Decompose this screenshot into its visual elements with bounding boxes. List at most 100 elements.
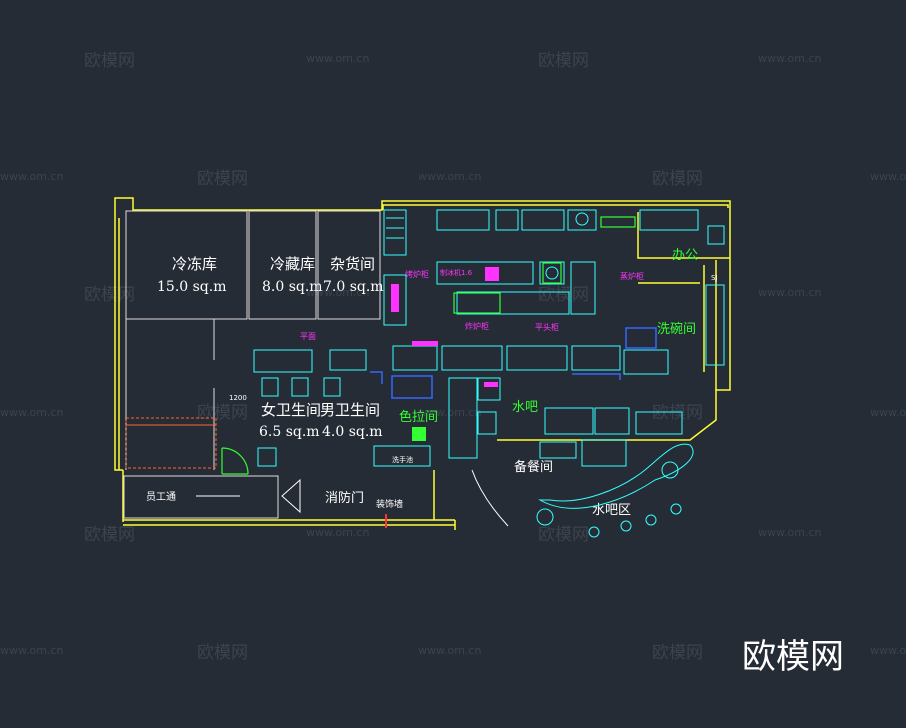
cooking-line-3: [571, 345, 621, 371]
outer-walls: [114, 197, 731, 530]
watermark-url: www.om.cn: [306, 526, 369, 539]
magenta-marker: [484, 382, 498, 387]
women-restroom-label: 女卫生间: [261, 401, 321, 419]
salad-counter: [392, 345, 438, 371]
top-inner-wall: [382, 204, 729, 210]
office-label: 办公: [672, 248, 698, 263]
watermark-brand: 欧模网: [652, 169, 703, 189]
watermark-brand: 欧模网: [652, 403, 703, 423]
cooking-line-2: [506, 345, 568, 371]
oven-cabinet-label: 烤炉柜: [405, 269, 429, 279]
stair-curve: [471, 469, 509, 527]
green-burner: [542, 262, 562, 284]
women-restroom-area: 6.5 sq.m: [259, 424, 320, 440]
watermark-layer: 欧模网 www.om.cn 欧模网 www.om.cn www.om.cn 欧模…: [0, 51, 906, 663]
cooking-line-1: [441, 345, 503, 371]
fire-door-label: 消防门: [325, 490, 364, 506]
stool-icon: [620, 520, 632, 532]
fire-door-arrow: [281, 478, 301, 514]
magenta-marker: [485, 267, 499, 281]
watermark-url: www.om.cn: [758, 286, 821, 299]
sink-unit: [495, 209, 519, 231]
watermark-url: www.om.cn: [418, 170, 481, 183]
lower-left-room: [125, 417, 217, 469]
outer-wall-line: [114, 197, 731, 471]
watermark-url: www.om.cn: [418, 644, 481, 657]
cold-room-walls: [123, 210, 381, 519]
storage-label: 杂货间: [330, 255, 375, 273]
stove-unit: [567, 209, 597, 231]
watermark-url: www.om.cn: [306, 286, 369, 299]
watermark-url: www.om.cn: [870, 644, 906, 657]
office-wall: [637, 212, 730, 259]
staff-passage-box: [123, 475, 279, 519]
storage-wall: [317, 210, 381, 320]
watermark-brand: 欧模网: [84, 285, 135, 305]
prep-sink: [635, 411, 683, 435]
prep-bench-2: [581, 439, 627, 467]
dimension-label: 1200: [229, 394, 247, 402]
blue-line: [370, 371, 383, 384]
toilet: [323, 377, 341, 397]
decor-wall-label: 装饰墙: [376, 498, 403, 510]
water-bar-label: 水吧: [512, 400, 538, 415]
equipment-labels: 烤炉柜 炸炉柜 平头柜 平面 蒸炉柜 制冰机1.6 洗手池 SJ: [300, 268, 718, 464]
watermark-brand: 欧模网: [84, 51, 135, 71]
sink-label: 洗手池: [392, 455, 413, 464]
work-table: [521, 209, 565, 231]
dish-washer: [623, 349, 669, 375]
stool-icon: [536, 508, 554, 526]
blue-line-2: [572, 373, 621, 380]
water-bar-unit: [477, 377, 501, 401]
prep-bench: [539, 441, 577, 459]
blue-counter: [391, 375, 433, 399]
watermark-url: www.om.cn: [870, 170, 906, 183]
cold-storage-label: 冷藏库: [270, 255, 315, 273]
watermark-url: www.om.cn: [870, 406, 906, 419]
stool-icon: [588, 526, 600, 538]
toilet: [261, 377, 279, 397]
burner-icon: [575, 212, 589, 226]
cold-storage-wall: [248, 210, 317, 320]
watermark-brand: 欧模网: [538, 285, 589, 305]
watermark-brand: 欧模网: [652, 643, 703, 663]
watermark-url: www.om.cn: [0, 406, 63, 419]
stool-icon: [670, 503, 682, 515]
rack-unit: [383, 209, 407, 256]
watermark-url: www.om.cn: [758, 526, 821, 539]
counter-row: [436, 261, 534, 285]
curved-bar-counter: [538, 443, 694, 509]
tall-cabinet: [570, 261, 596, 315]
hood-label: 平面: [300, 332, 316, 341]
magenta-marker: [391, 284, 399, 312]
green-bench: [600, 216, 636, 228]
dish-washing-label: 洗碗间: [657, 321, 696, 337]
burner-icon: [545, 266, 559, 280]
stool-icon: [645, 514, 657, 526]
fryer-cabinet-label: 炸炉柜: [465, 321, 489, 331]
grill-cabinet-label: 平头柜: [535, 322, 559, 332]
watermark-brand: 欧模网: [538, 51, 589, 71]
storage-rack: [383, 274, 407, 326]
steamer-label: 蒸炉柜: [620, 271, 644, 281]
water-bar-unit-2: [477, 411, 497, 435]
restroom-sinks: [253, 349, 313, 373]
burner-unit: [539, 261, 565, 285]
prep-table-top: [436, 209, 490, 231]
office-chair: [707, 225, 725, 245]
watermark-url: www.om.cn: [418, 406, 481, 419]
fire-door-marker: [196, 478, 387, 528]
water-bar-counter: [448, 377, 478, 459]
machine-label: 制冰机1.6: [440, 268, 473, 277]
watermark-url: www.om.cn: [0, 170, 63, 183]
green-unit: [453, 292, 501, 314]
corner-watermark: 欧模网: [742, 637, 844, 677]
restroom-sink-men: [329, 349, 367, 371]
doors: [221, 447, 249, 475]
office-desk: [639, 209, 699, 231]
watermark-brand: 欧模网: [84, 525, 135, 545]
watermark-brand: 欧模网: [538, 525, 589, 545]
salad-room-label: 色拉间: [399, 409, 438, 425]
watermark-url: www.om.cn: [758, 52, 821, 65]
